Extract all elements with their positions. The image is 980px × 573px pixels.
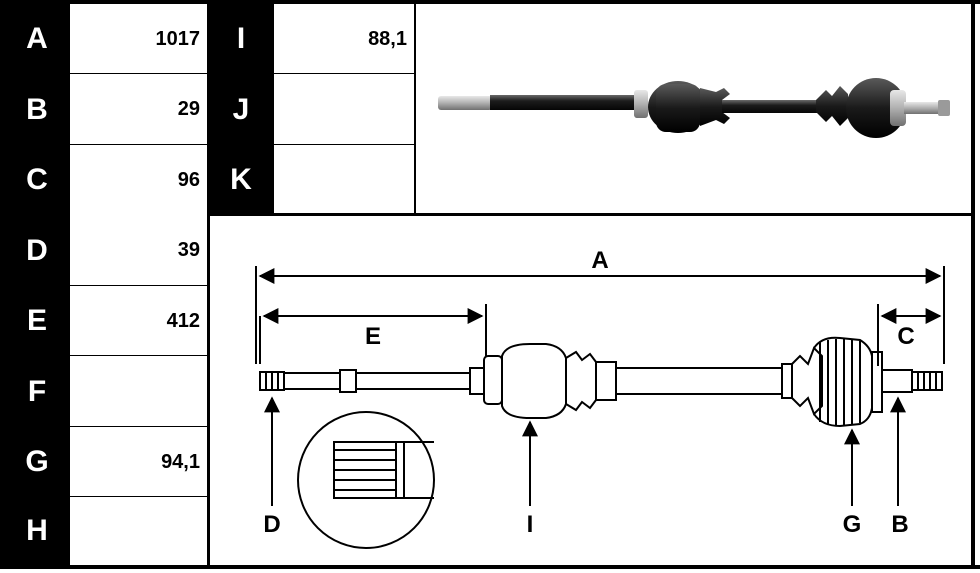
pointer-label-g: G xyxy=(843,511,862,538)
row-value-b: 29 xyxy=(70,74,208,145)
grid-line xyxy=(70,426,208,427)
row-label-g: G xyxy=(4,427,70,497)
grid-line xyxy=(70,355,208,356)
drive-shaft-photo-icon xyxy=(438,78,950,138)
row-value-g: 94,1 xyxy=(70,427,208,497)
row-label-j: J xyxy=(208,74,274,145)
dimension-label-e: E xyxy=(365,323,381,350)
grid-line xyxy=(70,144,415,145)
grid-line xyxy=(0,565,980,569)
grid-line xyxy=(971,0,975,569)
row-value-i: 88,1 xyxy=(274,4,415,74)
grid-line xyxy=(70,496,208,497)
row-label-d: D xyxy=(4,215,70,286)
spline-detail-icon xyxy=(333,441,434,499)
dimension-label-c: C xyxy=(897,323,914,350)
grid-line xyxy=(207,0,210,569)
row-value-h xyxy=(70,497,208,565)
dimension-label-a: A xyxy=(591,247,608,274)
row-label-f: F xyxy=(4,356,70,427)
row-label-e: E xyxy=(4,286,70,356)
pointer-label-d: D xyxy=(263,511,280,538)
pointer-label-i: I xyxy=(527,511,534,538)
grid-line xyxy=(70,73,415,74)
row-value-e: 412 xyxy=(70,286,208,356)
row-label-i: I xyxy=(208,4,274,74)
grid-line xyxy=(414,0,416,215)
row-value-f xyxy=(70,356,208,427)
row-label-c: C xyxy=(4,145,70,215)
row-label-k: K xyxy=(208,145,274,215)
row-label-a: A xyxy=(4,4,70,74)
grid-line xyxy=(0,0,4,569)
row-value-k xyxy=(274,145,415,215)
product-photo xyxy=(438,78,950,138)
row-value-d: 39 xyxy=(70,215,208,286)
grid-line xyxy=(207,213,975,216)
grid-line xyxy=(70,285,208,286)
grid-line xyxy=(0,0,980,4)
row-value-a: 1017 xyxy=(70,4,208,74)
row-value-c: 96 xyxy=(70,145,208,215)
row-value-j xyxy=(274,74,415,145)
pointer-label-b: B xyxy=(891,511,908,538)
row-label-b: B xyxy=(4,74,70,145)
technical-drawing: A E C D I G B xyxy=(255,247,945,549)
row-label-h: H xyxy=(4,497,70,565)
